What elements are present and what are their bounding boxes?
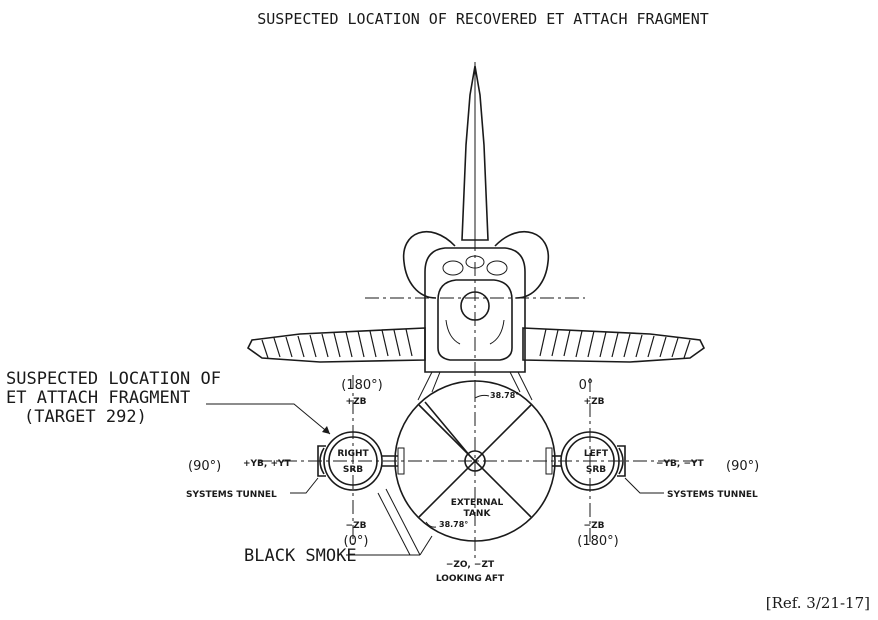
right-srb-angle-bottom: (0°) — [344, 534, 369, 549]
et-label-line2: TANK — [464, 509, 492, 519]
fragment-callout: SUSPECTED LOCATION OF ET ATTACH FRAGMENT… — [6, 369, 331, 435]
right-srb-name: RIGHT — [337, 449, 369, 459]
callout-line2: ET ATTACH FRAGMENT — [6, 388, 190, 408]
left-srb-angle-bottom: (180°) — [577, 534, 618, 549]
right-srb-axis-side: +YB, +YT — [243, 459, 292, 469]
right-srb-type: SRB — [343, 465, 363, 475]
left-srb-angle-side: (90°) — [726, 459, 759, 474]
view-axis-label: −ZO, −ZT — [446, 560, 495, 570]
right-srb-axis-top: +ZB — [346, 397, 367, 407]
left-srb-axis-side: −YB, −YT — [656, 459, 705, 469]
left-srb: LEFT SRB 0° +ZB −YB, −YT (90°) −ZB (180°… — [552, 378, 759, 549]
left-systems-tunnel-label: SYSTEMS TUNNEL — [667, 490, 758, 500]
vertical-tail — [461, 65, 489, 241]
centerlines — [258, 62, 700, 560]
right-srb-axis-bottom: −ZB — [346, 521, 367, 531]
left-srb-angle-top: 0° — [579, 378, 594, 393]
right-systems-tunnel-label: SYSTEMS TUNNEL — [186, 490, 277, 500]
orbiter-aft-body — [417, 247, 533, 401]
reference-note: [Ref. 3/21-17] — [766, 594, 870, 612]
left-srb-axis-top: +ZB — [584, 397, 605, 407]
left-srb-axis-bottom: −ZB — [584, 521, 605, 531]
figure-title: SUSPECTED LOCATION OF RECOVERED ET ATTAC… — [257, 10, 709, 28]
left-srb-type: SRB — [586, 465, 606, 475]
callout-line3: (TARGET 292) — [24, 407, 147, 427]
et-angle-bottom: 38.78° — [439, 520, 468, 529]
black-smoke-callout: BLACK SMOKE — [244, 488, 433, 566]
external-tank: 38.78° EXTERNAL TANK 38.78° — [394, 380, 556, 542]
black-smoke-label: BLACK SMOKE — [244, 546, 357, 566]
oms-pods — [402, 230, 550, 299]
et-label-line1: EXTERNAL — [451, 498, 504, 508]
right-srb: RIGHT SRB (180°) +ZB (90°) +YB, +YT −ZB … — [186, 378, 398, 549]
et-angle-top: 38.78° — [490, 391, 519, 400]
left-srb-name: LEFT — [584, 449, 609, 459]
view-caption: LOOKING AFT — [436, 574, 505, 584]
wing-tile-hatching — [261, 328, 691, 359]
wings — [246, 327, 706, 363]
right-srb-angle-side: (90°) — [188, 459, 221, 474]
right-srb-angle-top: (180°) — [341, 378, 382, 393]
callout-line1: SUSPECTED LOCATION OF — [6, 369, 221, 389]
